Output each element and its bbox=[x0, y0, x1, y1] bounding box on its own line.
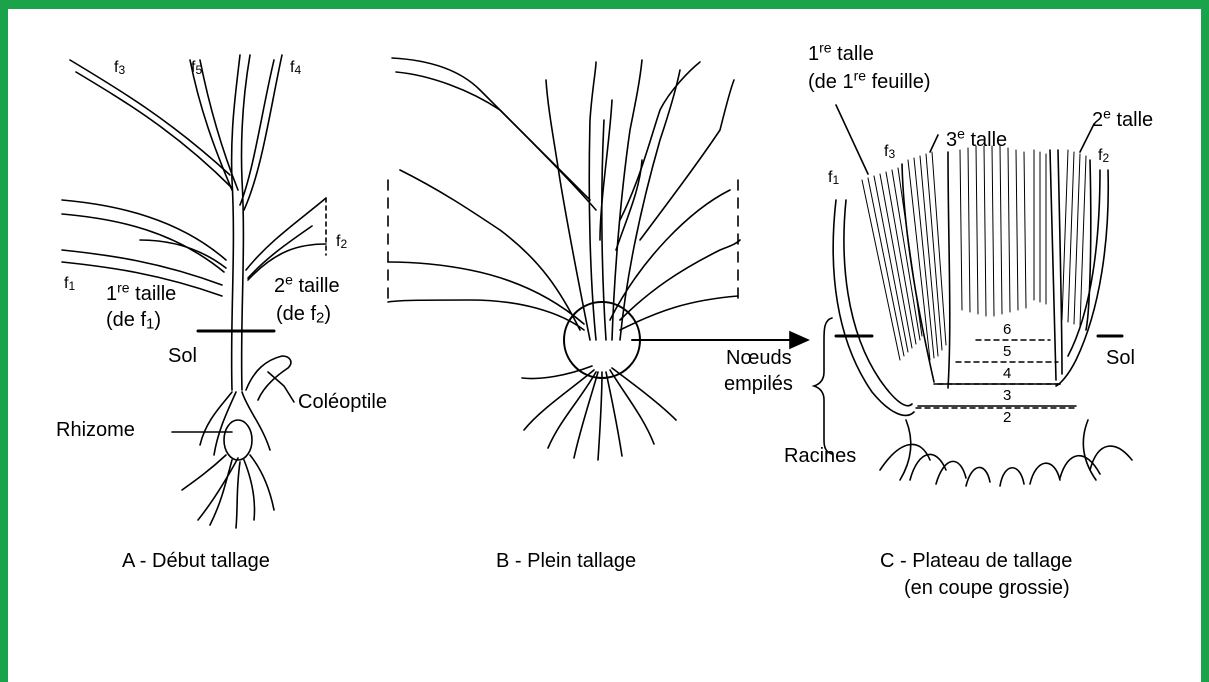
caption-c-line2: (en coupe grossie) bbox=[904, 578, 1070, 598]
label-c-nodes-stacked: empilés bbox=[724, 374, 793, 394]
node-number-6: 6 bbox=[1003, 322, 1011, 337]
label-a-rhizome: Rhizome bbox=[56, 420, 135, 440]
label-c-tiller1-of: (de 1re feuille) bbox=[808, 72, 931, 92]
label-a-f1: f1 bbox=[64, 276, 75, 292]
node-number-3: 3 bbox=[1003, 388, 1011, 403]
label-a-tiller2-of: (de f2) bbox=[276, 304, 331, 324]
label-c-nodes: Nœuds bbox=[726, 348, 792, 368]
caption-c-line1: C - Plateau de tallage bbox=[880, 551, 1072, 571]
label-a-soil: Sol bbox=[168, 346, 197, 366]
label-a-tiller1-of: (de f1) bbox=[106, 310, 161, 330]
caption-b: B - Plein tallage bbox=[496, 551, 636, 571]
label-c-f1: f1 bbox=[828, 170, 839, 186]
caption-a: A - Début tallage bbox=[122, 551, 270, 571]
label-c-f2: f2 bbox=[1098, 148, 1109, 164]
label-c-tiller2: 2e talle bbox=[1092, 110, 1153, 130]
node-number-4: 4 bbox=[1003, 366, 1011, 381]
panel-c-section bbox=[814, 105, 1132, 486]
label-a-f2: f2 bbox=[336, 234, 347, 250]
label-c-f3: f3 bbox=[884, 144, 895, 160]
label-c-tiller3: 3e talle bbox=[946, 130, 1007, 150]
label-a-coleoptile: Coléoptile bbox=[298, 392, 387, 412]
panel-b-plant bbox=[388, 58, 808, 460]
label-c-roots: Racines bbox=[784, 446, 856, 466]
label-c-tiller1: 1re talle bbox=[808, 44, 874, 64]
label-a-f3: f3 bbox=[114, 60, 125, 76]
node-number-2: 2 bbox=[1003, 410, 1011, 425]
label-a-f4: f4 bbox=[290, 60, 301, 76]
label-a-tiller2: 2e taille bbox=[274, 276, 340, 296]
node-number-5: 5 bbox=[1003, 344, 1011, 359]
label-c-soil: Sol bbox=[1106, 348, 1135, 368]
label-a-f5: f5 bbox=[191, 60, 202, 76]
label-a-tiller1: 1re taille bbox=[106, 284, 176, 304]
